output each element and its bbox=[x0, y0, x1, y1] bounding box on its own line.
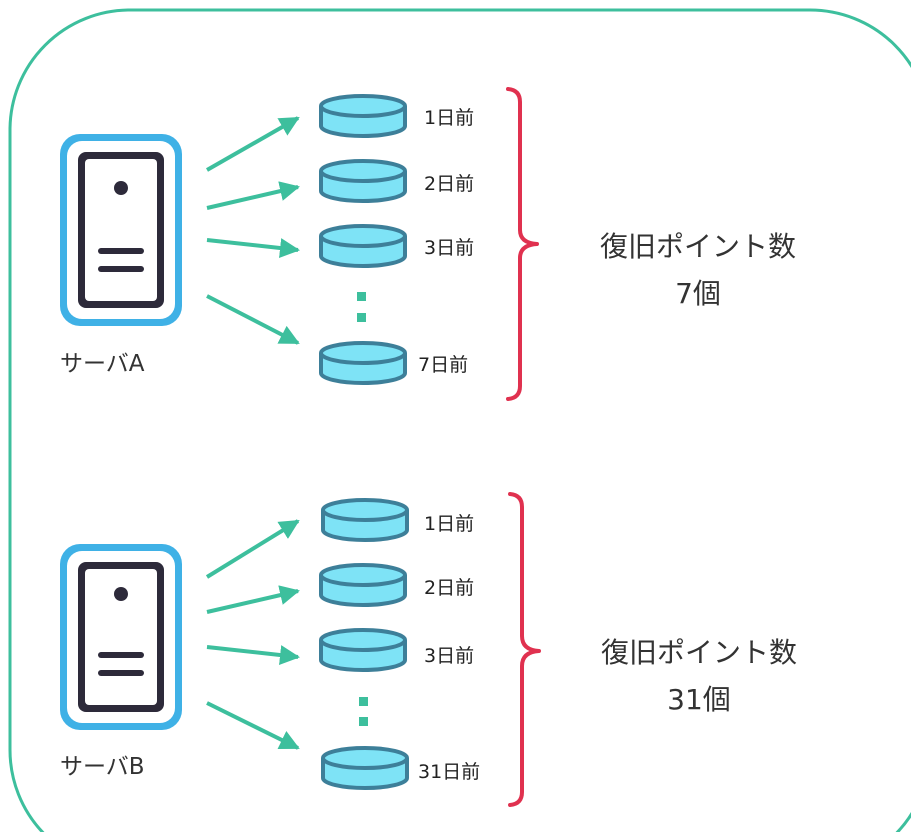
restore-point-label: 7日前 bbox=[418, 354, 468, 376]
group-b: サーバB 1日前 2日前 3日前 31日 bbox=[60, 492, 797, 807]
database-icon bbox=[321, 498, 409, 542]
database-icon bbox=[319, 224, 407, 268]
arrow bbox=[206, 294, 300, 345]
arrow bbox=[206, 116, 300, 172]
group-a: サーバA 1日前 2日前 3日前 7日前 bbox=[60, 87, 796, 401]
restore-point-count-title: 復旧ポイント数 bbox=[600, 230, 796, 263]
restore-point-label: 3日前 bbox=[424, 645, 474, 667]
server-icon bbox=[60, 134, 182, 326]
database-icon bbox=[319, 628, 407, 672]
restore-point-label: 1日前 bbox=[424, 513, 474, 535]
restore-point-label: 31日前 bbox=[418, 761, 480, 783]
database-icon bbox=[319, 94, 407, 138]
arrow bbox=[206, 645, 300, 665]
database-icon bbox=[319, 159, 407, 203]
restore-point-count-value: 31個 bbox=[667, 683, 731, 716]
ellipsis-dots bbox=[359, 697, 368, 726]
arrow bbox=[206, 181, 300, 210]
arrow bbox=[206, 585, 300, 614]
outer-frame bbox=[8, 8, 911, 836]
database-icon bbox=[321, 746, 409, 790]
server-label: サーバA bbox=[60, 351, 145, 377]
arrow bbox=[206, 701, 300, 750]
ellipsis-dots bbox=[357, 292, 366, 322]
restore-point-count-title: 復旧ポイント数 bbox=[601, 636, 797, 669]
curly-brace bbox=[506, 87, 539, 401]
server-icon bbox=[60, 544, 182, 730]
restore-point-label: 2日前 bbox=[424, 577, 474, 599]
server-label: サーバB bbox=[60, 754, 145, 780]
restore-point-label: 3日前 bbox=[424, 237, 474, 259]
restore-point-label: 2日前 bbox=[424, 173, 474, 195]
arrow bbox=[206, 238, 300, 258]
database-icon bbox=[319, 341, 407, 385]
database-icon bbox=[319, 563, 407, 607]
curly-brace bbox=[508, 492, 541, 807]
restore-point-label: 1日前 bbox=[424, 107, 474, 129]
restore-point-count-value: 7個 bbox=[675, 277, 721, 310]
arrow bbox=[205, 519, 300, 579]
